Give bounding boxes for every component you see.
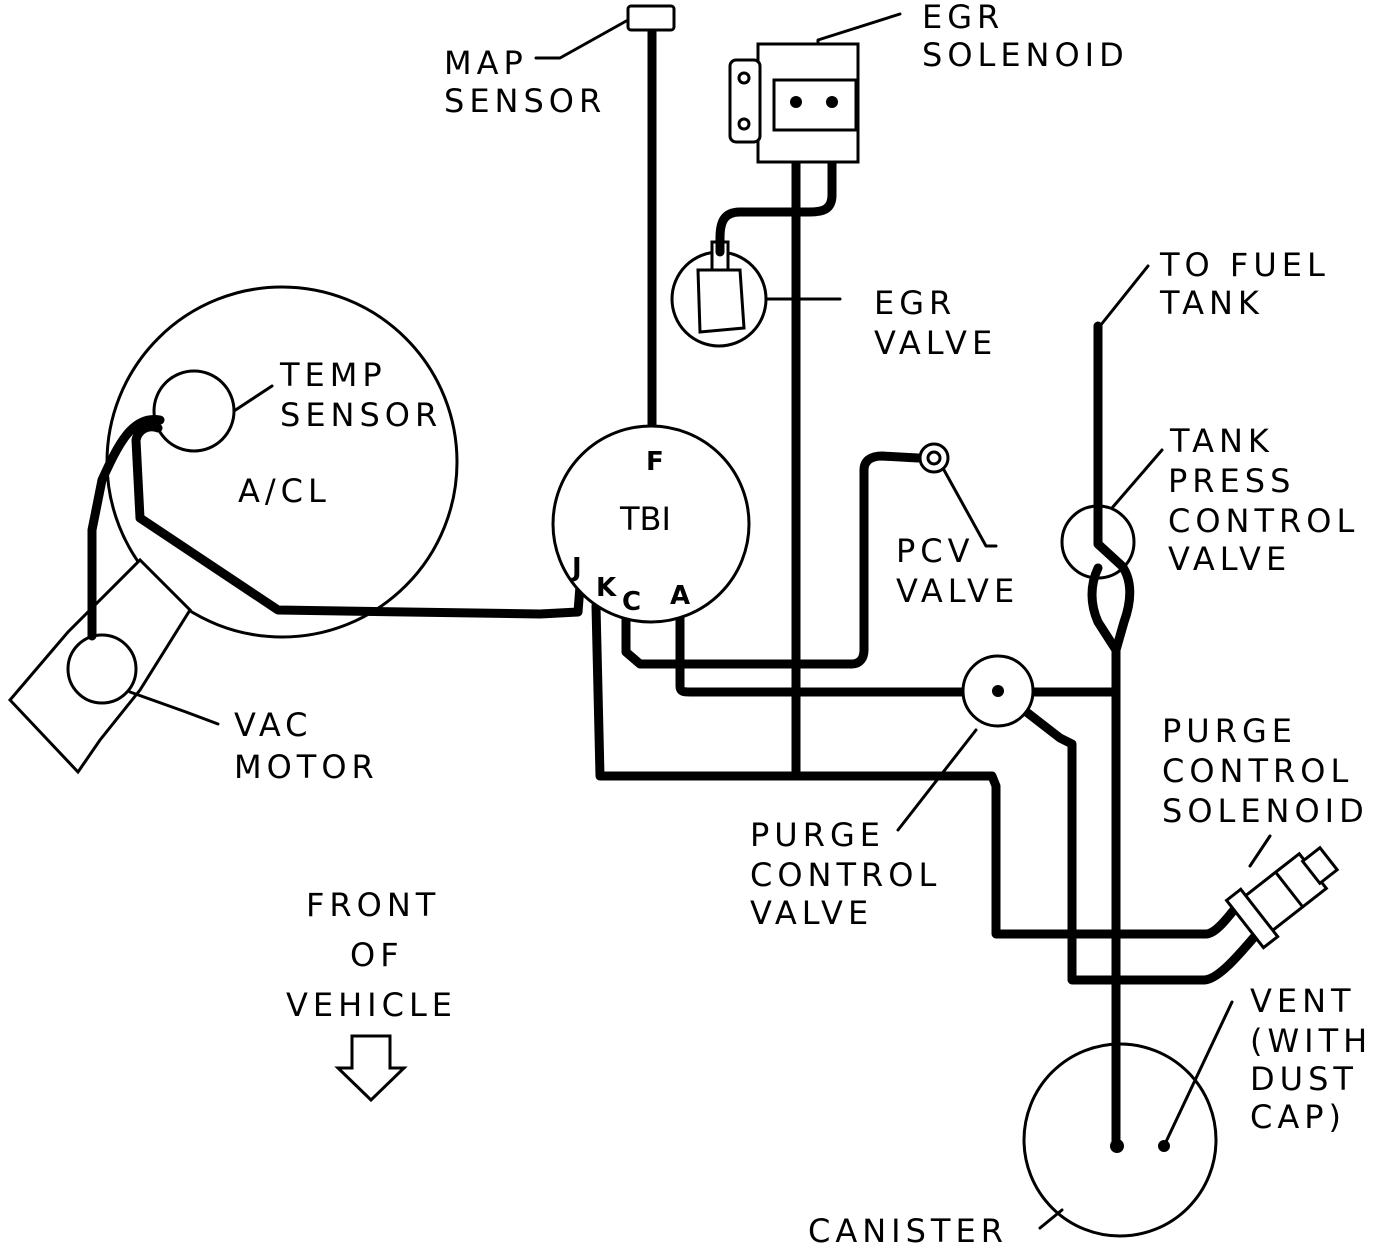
hose-tbi-a-to-purge-control-valve [675,613,971,697]
label-front-line3: VEHICLE [286,986,457,1024]
leader-vac-motor [128,690,220,726]
egr-solenoid-connector [772,78,858,132]
label-vent-line1: VENT [1250,982,1356,1020]
tbi-port-k-label: K [596,573,617,603]
label-front-line2: OF [350,936,404,974]
hose-tbi-c-to-pcv-valve [621,451,923,669]
egr-solenoid-bracket [728,58,762,144]
vac-motor [66,633,138,705]
tbi-label: TBI [619,500,671,538]
label-purge-solenoid-line3: SOLENOID [1162,792,1369,830]
leader-tank-press-valve [1110,448,1164,510]
leader-purge-valve [896,728,978,832]
label-vent-line2: (WITH [1250,1022,1372,1060]
label-purge-solenoid-line1: PURGE [1162,712,1297,750]
map-sensor [626,4,676,32]
purge-solenoid-bracket [1224,887,1280,950]
purge-control-valve [961,654,1035,728]
hose-purge-valve-to-solenoid [993,685,1267,985]
leader-lines [128,12,1272,1230]
front-arrow-icon [334,1034,408,1103]
temp-sensor [152,369,236,453]
hose-tbi-j-to-temp-sensor [131,422,585,619]
tbi-port-c-label: C [622,587,641,617]
purge-control-valve-port [992,685,1004,697]
label-tank-press-line3: CONTROL [1168,502,1359,540]
label-tank-press-line4: VALVE [1168,540,1291,578]
tank-press-control-valve [1060,504,1136,580]
hose-temp-sensor-to-vac-motor [87,414,165,641]
hose-egr-solenoid-to-egr-valve [715,97,837,255]
purge-solenoid-connector [1300,845,1340,886]
tbi-unit: F TBI J K C A [551,424,751,624]
label-purge-solenoid-line2: CONTROL [1162,752,1353,790]
label-egr-valve-line1: EGR [874,284,956,322]
leader-canister [1038,1208,1064,1230]
label-air-cleaner: A/CL [238,472,331,510]
label-pcv-valve-line1: PCV [896,532,975,570]
label-front-line1: FRONT [306,886,440,924]
label-vac-motor-line2: MOTOR [234,748,379,786]
purge-control-solenoid [1224,845,1340,950]
pcv-valve-port [926,450,942,466]
leader-pcv-valve [942,468,998,548]
leader-map-sensor [534,18,630,60]
text-labels: MAP SENSOR EGR SOLENOID EGR VALVE TO FUE… [234,0,1372,1248]
air-cleaner [7,285,459,775]
label-canister: CANISTER [808,1212,1008,1248]
tbi-body [551,424,751,624]
leader-temp-sensor [232,384,274,413]
egr-valve [670,233,768,348]
label-temp-sensor-line2: SENSOR [280,396,442,434]
hose-tank-valve-loop [1087,563,1121,655]
label-purge-valve-line3: VALVE [750,894,873,932]
label-egr-solenoid-line1: EGR [922,0,1004,36]
leader-purge-solenoid [1248,834,1272,868]
purge-solenoid-band [1274,870,1305,909]
egr-solenoid-bolt-hole [737,117,751,131]
pcv-valve [918,442,950,474]
canister-purge-port [1110,1139,1124,1153]
leader-egr-solenoid [816,12,902,46]
label-vac-motor-line1: VAC [234,706,313,744]
egr-solenoid-port [826,96,838,108]
leader-to-fuel-tank [1098,264,1150,328]
label-to-fuel-tank-line2: TANK [1159,284,1264,322]
label-map-sensor-line2: SENSOR [444,82,606,120]
egr-solenoid-port [790,96,802,108]
label-pcv-valve-line2: VALVE [896,572,1019,610]
tbi-port-a-label: A [670,581,690,611]
label-tank-press-line1: TANK [1169,422,1274,460]
label-map-sensor-line1: MAP [444,44,528,82]
leader-vent [1162,1000,1234,1148]
label-purge-valve-line2: CONTROL [750,856,941,894]
label-egr-valve-line2: VALVE [874,324,997,362]
label-vent-line4: CAP) [1250,1098,1346,1136]
tbi-port-j-label: J [570,553,582,583]
label-purge-valve-line1: PURGE [750,816,885,854]
label-to-fuel-tank-line1: TO FUEL [1159,246,1330,284]
pcv-valve-fitting [918,442,950,474]
egr-solenoid [728,42,860,164]
label-temp-sensor-line1: TEMP [279,356,387,394]
label-egr-solenoid-line2: SOLENOID [922,36,1129,74]
egr-valve-diaphragm [696,268,746,334]
tbi-port-f-label: F [646,447,664,477]
label-tank-press-line2: PRESS [1168,462,1295,500]
egr-solenoid-bolt-hole [737,71,751,85]
canister-body [1022,1042,1218,1238]
label-vent-line3: DUST [1250,1060,1358,1098]
